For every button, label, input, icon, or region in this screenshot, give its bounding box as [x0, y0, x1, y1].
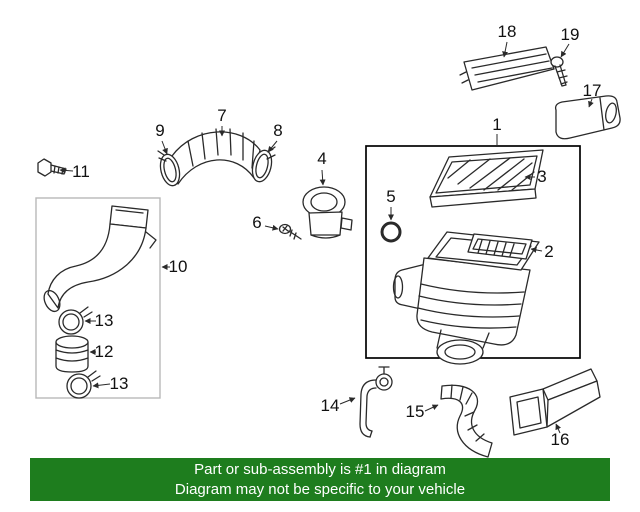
grouped-parts-box	[35, 197, 161, 399]
note-banner-line-2: Diagram may not be specific to your vehi…	[174, 480, 466, 498]
part-2-filter-element	[467, 233, 533, 260]
part-4-air-flow-sensor	[302, 186, 353, 239]
callout-6[interactable]: 6	[252, 213, 261, 232]
part-8-hose-clamp	[251, 146, 276, 183]
part-9-hose-clamp	[157, 150, 181, 187]
callout-leader-lines	[59, 41, 594, 434]
note-banner-line-1: Part or sub-assembly is #1 in diagram	[194, 460, 446, 478]
callout-14[interactable]: 14	[321, 396, 340, 415]
part-6-screw	[278, 223, 302, 240]
part-18-air-guide-grille	[459, 46, 555, 91]
callout-8[interactable]: 8	[273, 121, 282, 140]
note-banner: Part or sub-assembly is #1 in diagram Di…	[30, 458, 610, 501]
callout-4[interactable]: 4	[317, 149, 326, 168]
part-7-intake-hose	[171, 128, 261, 185]
callout-12[interactable]: 12	[95, 342, 114, 361]
part-13-hose-clamp-lower	[66, 370, 101, 399]
callout-3[interactable]: 3	[537, 167, 546, 186]
callout-5[interactable]: 5	[386, 187, 395, 206]
callout-11[interactable]: 11	[72, 162, 90, 181]
part-17-air-duct	[554, 95, 621, 140]
callout-labels: 1 2 3 4 5 6 7 8 9 10 11 12 13 13 14 15 1…	[72, 22, 601, 449]
callout-13-lower[interactable]: 13	[110, 374, 129, 393]
part-5-seal-ring	[380, 221, 402, 243]
callout-19[interactable]: 19	[561, 25, 580, 44]
callout-13-upper[interactable]: 13	[95, 311, 114, 330]
callout-18[interactable]: 18	[498, 22, 517, 41]
callout-15[interactable]: 15	[406, 402, 425, 421]
part-10-intake-duct	[43, 205, 157, 313]
callout-1[interactable]: 1	[492, 115, 501, 134]
callout-7[interactable]: 7	[217, 106, 226, 125]
part-15-air-hose	[440, 384, 493, 458]
part-1-air-cleaner-housing	[392, 231, 540, 365]
callout-16[interactable]: 16	[551, 430, 570, 449]
part-16-air-duct-rear	[509, 368, 601, 436]
part-19-bolt	[550, 56, 568, 87]
part-12-connector-hose	[55, 335, 89, 373]
part-11-bolt	[37, 158, 67, 177]
callout-2[interactable]: 2	[544, 242, 553, 261]
callout-9[interactable]: 9	[155, 121, 164, 140]
part-13-hose-clamp-upper	[58, 306, 93, 335]
part-14-breather-hose	[359, 366, 393, 438]
part-3-air-cleaner-cover	[429, 149, 544, 208]
callout-17[interactable]: 17	[583, 81, 602, 100]
callout-10[interactable]: 10	[169, 257, 188, 276]
